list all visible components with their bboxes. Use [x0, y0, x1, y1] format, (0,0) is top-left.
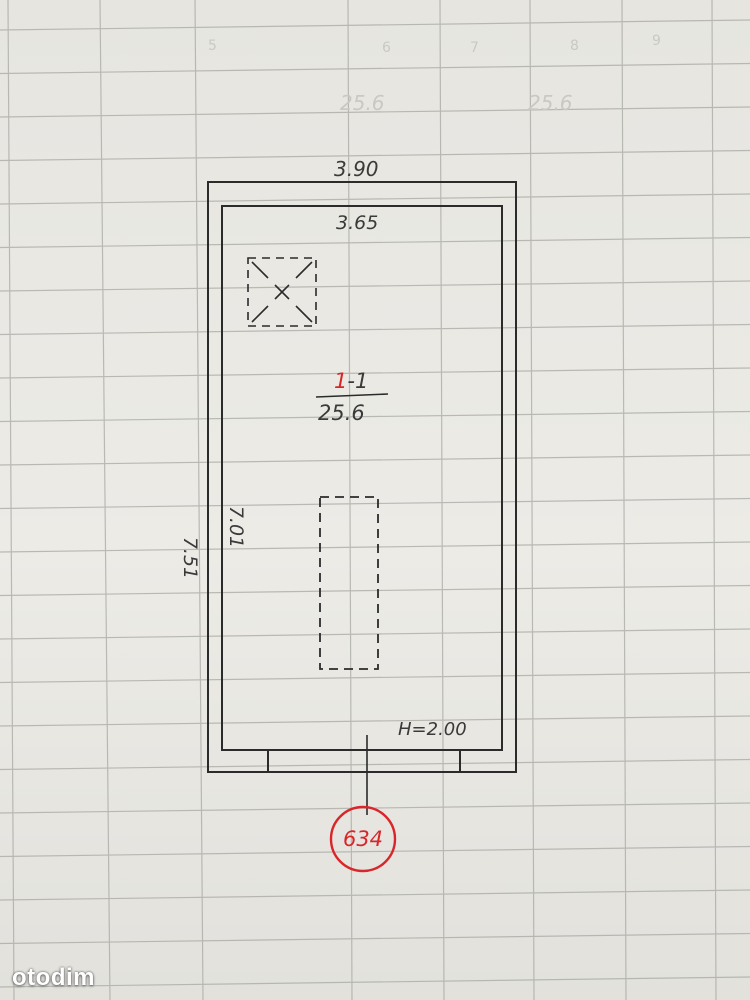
grid-line-horizontal [0, 541, 750, 553]
grid-line-horizontal [0, 19, 750, 31]
grid-line-horizontal [0, 193, 750, 205]
stamp-number: 634 [343, 827, 383, 851]
grid-line-vertical [711, 0, 717, 1000]
faded-column-number: 9 [652, 33, 661, 49]
grid-line-horizontal [0, 497, 750, 510]
grid-line-vertical [7, 0, 15, 1000]
grid-line-horizontal [0, 280, 750, 292]
faded-value: 25.6 [340, 91, 385, 115]
inner-wall [221, 205, 503, 751]
outer-length-label: 7.51 [179, 537, 201, 579]
grid-line-horizontal [0, 410, 750, 423]
room-number-rest: -1 [347, 369, 368, 393]
grid-line-horizontal [0, 236, 750, 249]
dashed-pit-outline [319, 496, 379, 670]
grid-line-horizontal [0, 889, 750, 901]
grid-line-horizontal [0, 845, 750, 858]
room-number-red: 1 [334, 369, 347, 393]
apartment-stamp: 634 [329, 805, 397, 873]
outer-wall [207, 181, 517, 773]
grid-line-vertical [439, 0, 445, 1000]
grid-line-horizontal [0, 758, 750, 771]
faded-header: 5 6 7 8 9 25.6 25.6 [208, 33, 661, 115]
faded-column-number: 8 [570, 38, 579, 54]
grid-line-horizontal [0, 149, 750, 162]
grid-line-horizontal [0, 802, 750, 814]
inner-length-label: 7.01 [225, 506, 247, 548]
grid-line-horizontal [0, 584, 750, 597]
faded-column-number: 7 [470, 40, 479, 56]
faded-value: 25.6 [528, 91, 573, 115]
outer-width-label: 3.90 [334, 157, 379, 181]
room-area-label: 25.6 [318, 401, 365, 425]
grid-line-horizontal [0, 671, 750, 684]
grid-line-vertical [99, 0, 111, 1000]
grid-line-horizontal [0, 715, 750, 727]
room-label: 1-1 25.6 [315, 369, 389, 425]
grid-line-horizontal [0, 106, 750, 118]
ceiling-height-label: H=2.00 [398, 719, 467, 740]
watermark-logo-text: otodim [12, 964, 95, 991]
grid-line-horizontal [0, 628, 750, 640]
room-walls [207, 181, 517, 773]
grid-line-horizontal [0, 323, 750, 336]
grid-line-horizontal [0, 976, 750, 988]
faded-column-number: 5 [208, 38, 217, 54]
svg-text:1-1: 1-1 [334, 369, 368, 393]
faded-column-number: 6 [382, 40, 391, 56]
inner-width-label: 3.65 [336, 212, 378, 234]
grid-line-horizontal [0, 454, 750, 466]
room-label-divider [315, 393, 389, 398]
grid-line-vertical [347, 0, 353, 1000]
grid-line-horizontal [0, 932, 750, 945]
ventilation-symbol [247, 257, 317, 327]
grid-line-vertical [529, 0, 535, 1000]
grid-line-vertical [194, 0, 204, 1000]
grid-line-horizontal [0, 367, 750, 379]
grid-line-horizontal [0, 62, 750, 75]
